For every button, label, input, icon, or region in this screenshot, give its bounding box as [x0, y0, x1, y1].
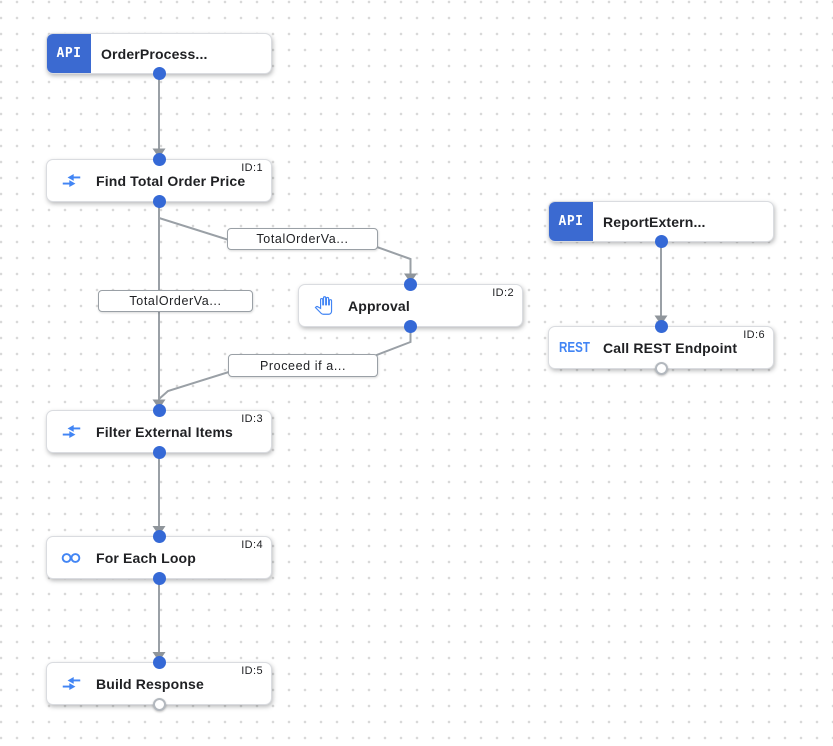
output-port[interactable] — [404, 320, 417, 333]
node-order-process-trigger[interactable]: API OrderProcess... — [46, 33, 272, 80]
edge-label-proceed-if[interactable]: Proceed if a... — [228, 354, 378, 377]
input-port[interactable] — [152, 530, 166, 543]
for-each-loop-icon — [60, 547, 82, 569]
node-label: Call REST Endpoint — [603, 339, 738, 356]
node-filter-external-items[interactable]: ID:3 Filter External Items — [46, 404, 272, 459]
task-id: ID:1 — [241, 162, 263, 174]
task-id: ID:2 — [492, 287, 514, 299]
output-port[interactable] — [152, 572, 166, 585]
edge-ordertrigger-to-findtotal[interactable] — [152, 74, 166, 158]
node-for-each-loop[interactable]: ID:4 For Each Loop — [46, 530, 272, 585]
task-id: ID:5 — [241, 665, 263, 677]
output-port[interactable] — [152, 67, 166, 80]
node-label: ReportExtern... — [603, 213, 706, 230]
task-id: ID:6 — [743, 329, 765, 341]
node-label: Approval — [348, 297, 410, 314]
node-find-total-order-price[interactable]: ID:1 Find Total Order Price — [46, 153, 272, 208]
node-label: OrderProcess... — [101, 45, 208, 62]
data-mapping-icon — [60, 421, 82, 443]
task-id: ID:4 — [241, 539, 263, 551]
input-port[interactable] — [152, 404, 166, 417]
node-approval[interactable]: ID:2 Approval — [298, 278, 523, 333]
input-port[interactable] — [152, 656, 166, 669]
node-call-rest-endpoint[interactable]: ID:6 REST Call REST Endpoint — [548, 320, 774, 375]
api-trigger-badge-icon: API — [549, 202, 593, 241]
edge-reporttrigger-to-callrest[interactable] — [654, 242, 668, 325]
api-trigger-badge-icon: API — [47, 34, 91, 73]
edge-label-total-order-value-1[interactable]: TotalOrderVa... — [227, 228, 378, 250]
input-port[interactable] — [404, 278, 417, 291]
output-port[interactable] — [152, 195, 166, 208]
node-label: Find Total Order Price — [96, 172, 246, 189]
input-port[interactable] — [152, 153, 166, 166]
approval-hand-icon — [312, 295, 334, 317]
node-label: Build Response — [96, 675, 204, 692]
task-id: ID:3 — [241, 413, 263, 425]
node-label: For Each Loop — [96, 549, 196, 566]
node-build-response[interactable]: ID:5 Build Response — [46, 656, 272, 711]
node-label: Filter External Items — [96, 423, 233, 440]
rest-icon: REST — [559, 339, 590, 356]
output-port-open[interactable] — [654, 362, 668, 375]
node-report-extern-trigger[interactable]: API ReportExtern... — [548, 201, 774, 248]
edge-label-total-order-value-2[interactable]: TotalOrderVa... — [98, 290, 253, 312]
output-port[interactable] — [152, 446, 166, 459]
input-port[interactable] — [654, 320, 668, 333]
data-mapping-icon — [60, 673, 82, 695]
output-port-open[interactable] — [152, 698, 166, 711]
data-mapping-icon — [60, 170, 82, 192]
output-port[interactable] — [654, 235, 668, 248]
edge-foreach-to-buildresponse[interactable] — [152, 579, 166, 662]
edge-filter-to-foreach[interactable] — [152, 453, 166, 536]
